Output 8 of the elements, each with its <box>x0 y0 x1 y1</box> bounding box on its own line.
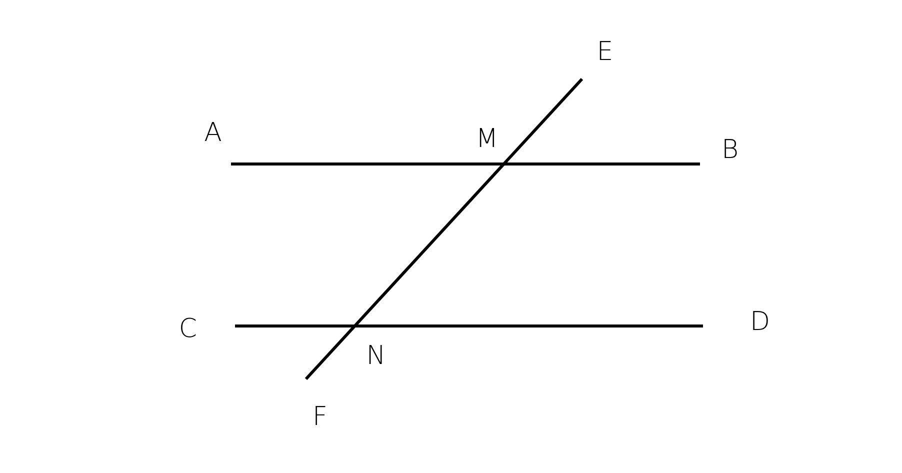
point-label: B <box>721 137 739 163</box>
point-label: C <box>178 316 198 342</box>
point-label: D <box>750 309 770 335</box>
point-label: M <box>476 126 498 152</box>
point-label: E <box>596 39 614 65</box>
point-label: F <box>312 404 328 430</box>
point-label: A <box>204 120 222 146</box>
point-label: N <box>366 343 386 369</box>
